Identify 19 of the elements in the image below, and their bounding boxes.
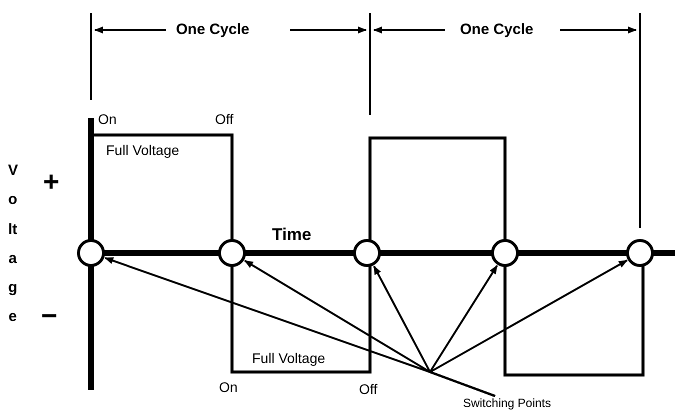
switching-point-circle: [77, 239, 105, 267]
dimension-label: One Cycle: [176, 22, 250, 38]
switch-state-label: Off: [215, 112, 234, 128]
switching-point-circle: [218, 239, 246, 267]
switch-state-label: On: [98, 112, 117, 128]
voltage-label: Full Voltage: [252, 351, 326, 366]
axis-label: Voltage: [8, 161, 18, 328]
minus-sign: −: [41, 301, 58, 332]
plus-sign: +: [43, 167, 60, 198]
switching-point-circle: [626, 239, 654, 267]
switch-state-label: On: [219, 380, 238, 396]
switch-state-label: Off: [359, 382, 378, 398]
leader-arrow: [428, 260, 628, 397]
switching-point-circle: [491, 239, 519, 267]
switching-point-circle: [353, 239, 381, 267]
axis-label: Time: [272, 226, 312, 245]
voltage-label: Full Voltage: [106, 143, 180, 158]
callout-label: Switching Points: [449, 396, 565, 414]
dimension-label: One Cycle: [460, 22, 534, 38]
